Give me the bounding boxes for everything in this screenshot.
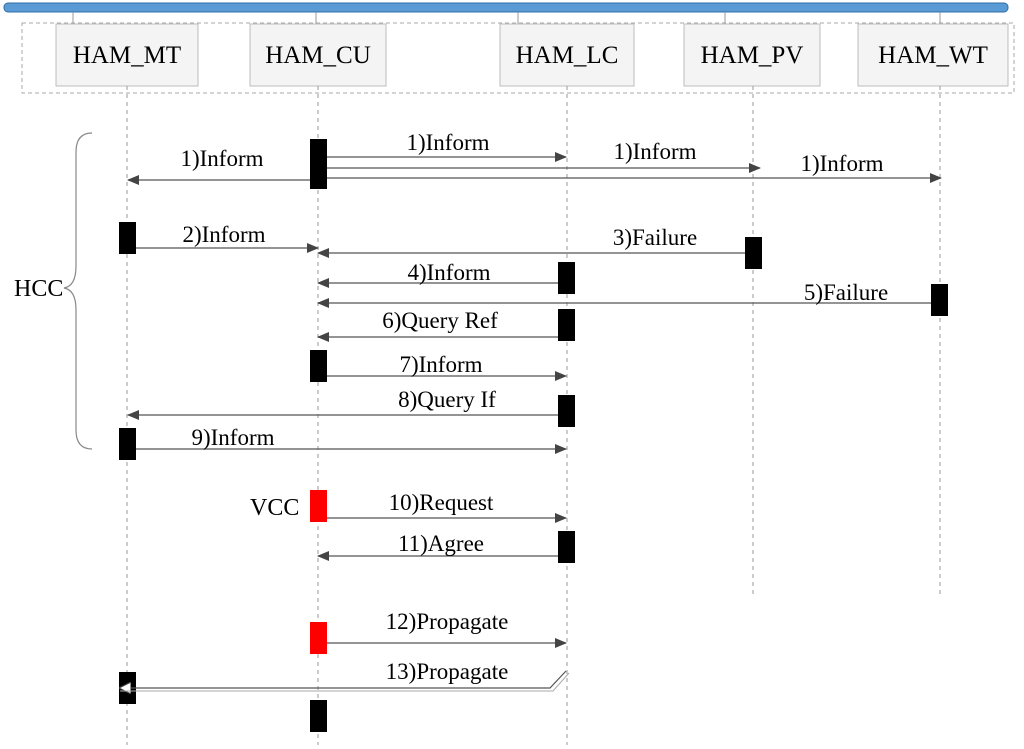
lifeline-wt: HAM_WT bbox=[857, 23, 1009, 87]
message-label-13: 13)Propagate bbox=[386, 659, 509, 684]
messages bbox=[120, 152, 942, 692]
message-label-1d: 1)Inform bbox=[800, 151, 883, 176]
hcc-label: HCC bbox=[14, 276, 63, 302]
message-label-8: 8)Query If bbox=[398, 387, 496, 412]
message-label-1b: 1)Inform bbox=[613, 139, 696, 164]
activation-cu-7 bbox=[310, 350, 327, 382]
lifeline-box-wt bbox=[857, 23, 1009, 87]
lifeline-mt: HAM_MT bbox=[55, 23, 199, 87]
activation-lc-4 bbox=[558, 262, 575, 294]
header-container bbox=[21, 22, 1015, 94]
activation-lc-6 bbox=[558, 309, 575, 341]
lifeline-label-cu: HAM_CU bbox=[265, 42, 371, 69]
lifeline-label-pv: HAM_PV bbox=[701, 42, 804, 69]
hcc-brace bbox=[63, 132, 93, 450]
activations bbox=[119, 139, 948, 732]
lifeline-label-wt: HAM_WT bbox=[878, 42, 988, 69]
lifeline-label-mt: HAM_MT bbox=[73, 42, 181, 69]
message-labels: 1)Inform 1)Inform 1)Inform 1)Inform 2)In… bbox=[180, 130, 888, 684]
message-label-3: 3)Failure bbox=[613, 225, 697, 250]
lifeline-cu: HAM_CU bbox=[249, 23, 387, 87]
message-label-6: 6)Query Ref bbox=[382, 308, 498, 333]
message-label-9: 9)Inform bbox=[191, 425, 274, 450]
lifeline-box-lc bbox=[499, 23, 635, 87]
activation-cu-12 bbox=[310, 622, 327, 654]
activation-pv-3 bbox=[745, 237, 762, 269]
lifeline-pv: HAM_PV bbox=[683, 23, 821, 87]
vcc-label: VCC bbox=[250, 495, 299, 521]
message-label-4: 4)Inform bbox=[407, 260, 490, 285]
message-arrow-13-shadow bbox=[120, 672, 570, 692]
activation-cu-1 bbox=[310, 139, 327, 189]
message-label-5: 5)Failure bbox=[804, 280, 888, 305]
activation-wt-5 bbox=[931, 284, 948, 316]
message-label-1c: 1)Inform bbox=[180, 146, 263, 171]
message-label-10: 10)Request bbox=[389, 490, 494, 515]
activation-cu-10 bbox=[310, 490, 327, 522]
lifeline-lc: HAM_LC bbox=[499, 23, 635, 87]
message-arrow-13 bbox=[120, 670, 567, 688]
activation-mt-9 bbox=[119, 428, 136, 460]
activation-mt-2 bbox=[119, 222, 136, 254]
message-label-7: 7)Inform bbox=[399, 352, 482, 377]
top-bar bbox=[3, 2, 1009, 13]
activation-lc-8 bbox=[558, 395, 575, 427]
message-label-2: 2)Inform bbox=[182, 222, 265, 247]
lifeline-box-mt bbox=[55, 23, 199, 87]
activation-cu-14 bbox=[310, 700, 327, 732]
lifeline-label-lc: HAM_LC bbox=[516, 42, 619, 69]
activation-lc-11 bbox=[558, 531, 575, 563]
message-label-12: 12)Propagate bbox=[386, 609, 509, 634]
message-label-1a: 1)Inform bbox=[406, 130, 489, 155]
lifeline-box-cu bbox=[249, 23, 387, 87]
lifeline-box-pv bbox=[683, 23, 821, 87]
message-label-11: 11)Agree bbox=[398, 531, 484, 556]
